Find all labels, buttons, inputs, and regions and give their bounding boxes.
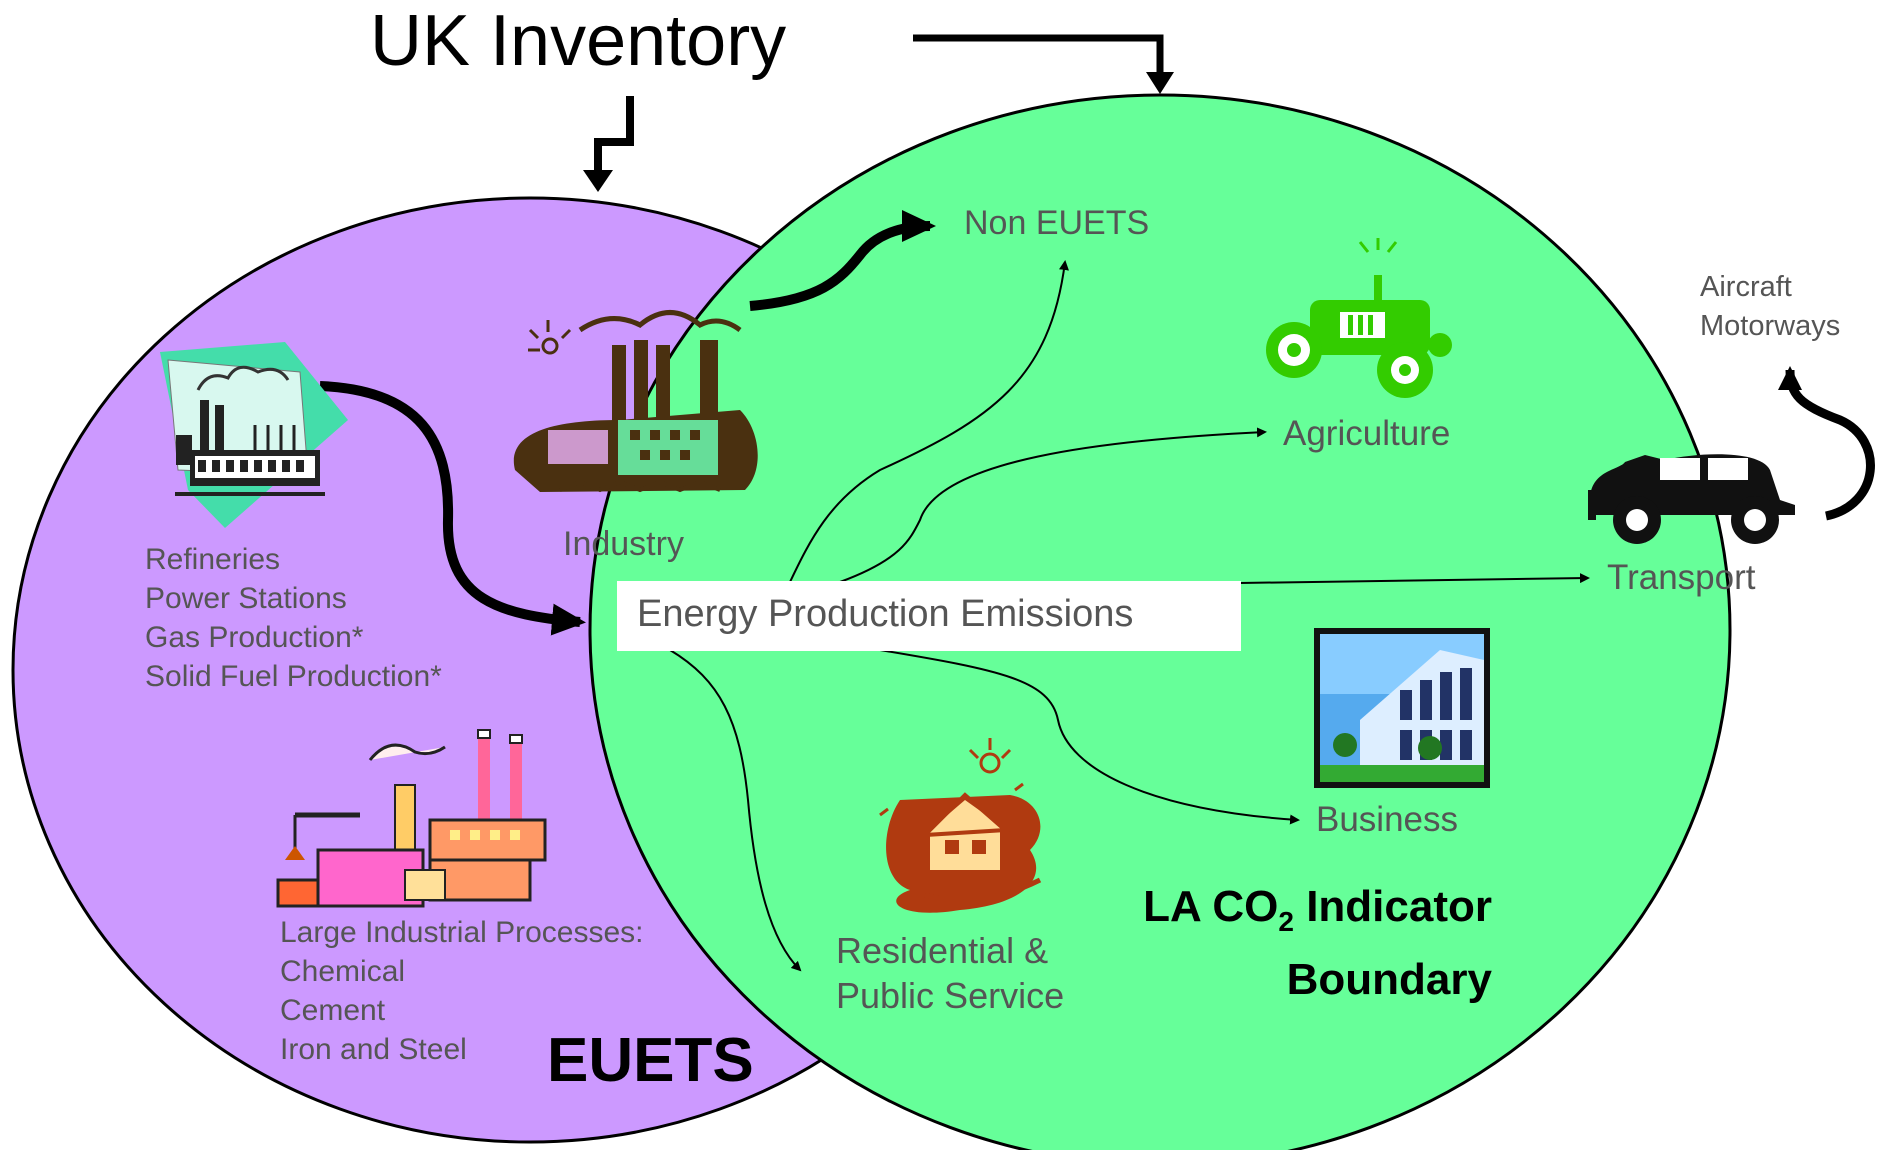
industrial-plant-icon <box>276 729 547 908</box>
energy-sources-list: Refineries Power Stations Gas Production… <box>145 540 442 696</box>
agriculture-label: Agriculture <box>1283 414 1451 453</box>
office-building-icon <box>1314 628 1490 788</box>
energy-source-item: Power Stations <box>145 582 347 615</box>
energy-to-agriculture-line <box>839 427 1267 583</box>
energy-production-label: Energy Production Emissions <box>637 593 1134 635</box>
transport-to-aircraft-arrow <box>1778 366 1875 521</box>
tractor-icon <box>1266 238 1452 398</box>
euets-label: EUETS <box>547 1026 754 1095</box>
energy-to-residential-line <box>669 649 802 972</box>
large-industrial-item: Iron and Steel <box>280 1033 467 1066</box>
page-title: UK Inventory <box>370 1 787 81</box>
energy-to-transport-line <box>1239 573 1590 584</box>
excluded-list: Aircraft Motorways <box>1700 268 1840 346</box>
energy-production-box <box>617 581 1241 651</box>
energy-source-item: Refineries <box>145 543 281 576</box>
large-industrial-item: Large Industrial Processes: <box>280 916 644 949</box>
large-industrial-item: Cement <box>280 994 386 1027</box>
non-euets-label: Non EUETS <box>964 204 1150 242</box>
industry-label: Industry <box>563 525 684 563</box>
residential-line-2: Public Service <box>836 975 1065 1016</box>
industry-to-non-euets-arrow <box>749 210 936 311</box>
la-boundary-label-line-1: LA CO2 Indicator <box>1143 882 1492 937</box>
la-boundary-label: LA CO2 Indicator Boundary <box>1143 878 1492 1009</box>
uk-inventory-connector-left <box>583 96 634 192</box>
excluded-item-motorways: Motorways <box>1700 310 1841 342</box>
business-label: Business <box>1316 800 1459 839</box>
large-industrial-list: Large Industrial Processes: Chemical Cem… <box>280 913 644 1069</box>
excluded-item-aircraft: Aircraft <box>1700 271 1792 303</box>
transport-label: Transport <box>1607 558 1756 597</box>
car-icon <box>1588 454 1795 544</box>
la-boundary-label-line-2: Boundary <box>1286 954 1492 1004</box>
residential-label: Residential & Public Service <box>836 928 1064 1018</box>
energy-flow-arrow <box>319 381 586 636</box>
energy-source-item: Gas Production* <box>145 621 364 654</box>
large-industrial-item: Chemical <box>280 955 406 988</box>
house-icon <box>879 738 1042 913</box>
energy-to-business-line <box>879 649 1300 825</box>
residential-line-1: Residential & <box>836 930 1049 971</box>
energy-to-non-euets-line <box>789 260 1069 583</box>
energy-source-item: Solid Fuel Production* <box>145 660 442 693</box>
uk-inventory-connector-right <box>913 34 1174 94</box>
factory-icon <box>513 310 758 493</box>
power-station-icon <box>160 342 348 528</box>
